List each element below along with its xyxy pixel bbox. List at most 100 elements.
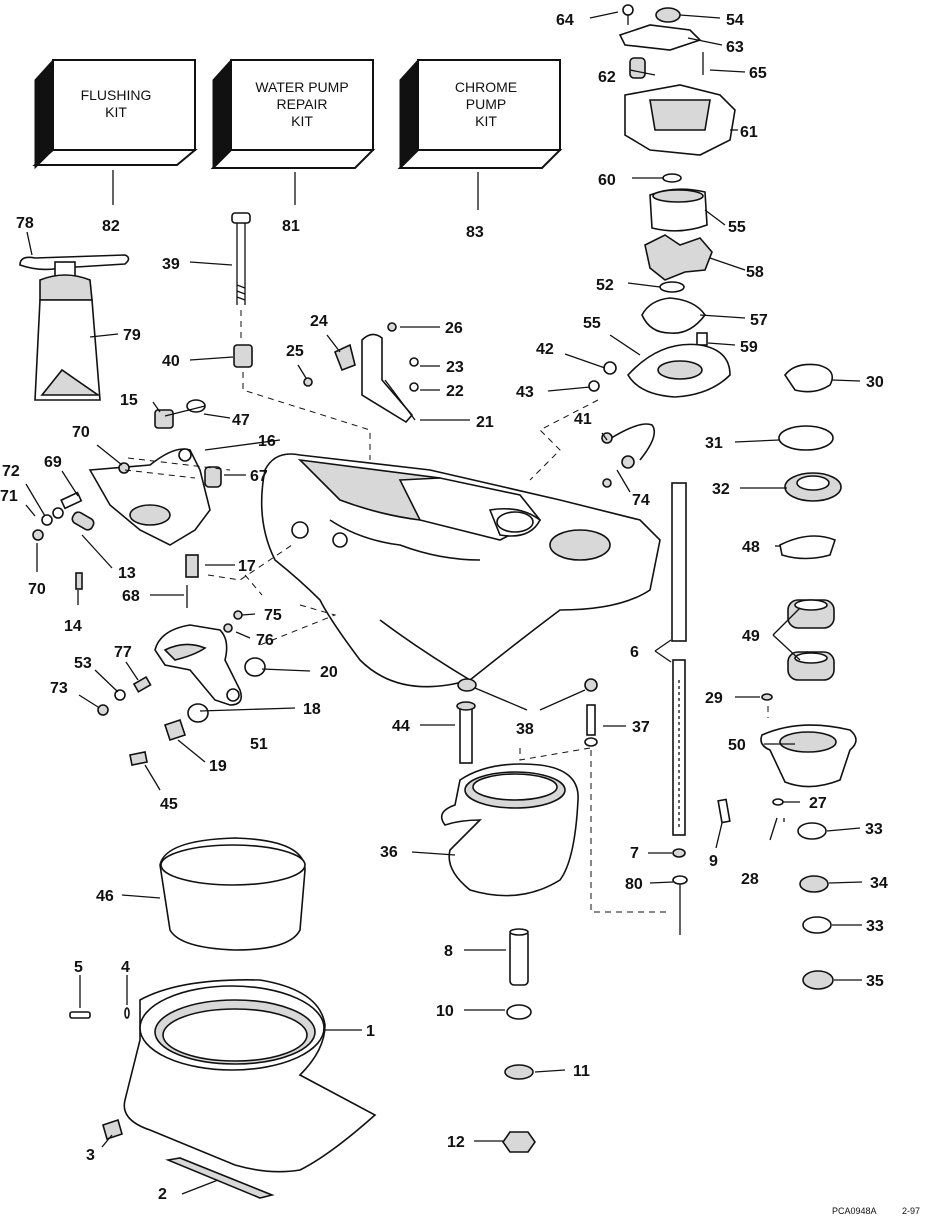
label-11: 11 <box>573 1063 590 1080</box>
label-52: 52 <box>596 277 614 294</box>
label-81: 81 <box>282 218 300 235</box>
key-9 <box>717 798 731 824</box>
label-83: 83 <box>466 224 484 241</box>
label-17: 17 <box>238 558 256 575</box>
label-55a: 55 <box>728 219 746 236</box>
part-67 <box>204 466 222 488</box>
footer-code: PCA0948A <box>832 1206 877 1216</box>
label-28: 28 <box>741 871 759 888</box>
label-59: 59 <box>740 339 758 356</box>
label-54: 54 <box>726 12 744 29</box>
label-14: 14 <box>64 618 82 635</box>
water-pump-repair-kit-box: WATER PUMP REPAIR KIT <box>210 58 376 170</box>
water-pump-kit-line1: WATER PUMP <box>255 79 348 95</box>
label-51: 51 <box>250 736 268 753</box>
label-65: 65 <box>749 65 767 82</box>
label-67: 67 <box>250 468 268 485</box>
label-22: 22 <box>446 383 464 400</box>
label-69: 69 <box>44 454 62 471</box>
water-pump-kit-line3: KIT <box>291 113 313 129</box>
label-41: 41 <box>574 411 592 428</box>
intake-housing-1 <box>123 979 377 1173</box>
part-15 <box>154 409 174 429</box>
label-8: 8 <box>444 943 453 960</box>
plate-48 <box>779 535 836 560</box>
label-63: 63 <box>726 39 744 56</box>
spring-17 <box>185 554 199 578</box>
label-61: 61 <box>740 124 758 141</box>
label-36: 36 <box>380 844 398 861</box>
label-9: 9 <box>709 853 718 870</box>
label-16: 16 <box>258 433 276 450</box>
label-68: 68 <box>122 588 140 605</box>
label-32: 32 <box>712 481 730 498</box>
label-30: 30 <box>866 374 884 391</box>
label-18: 18 <box>303 701 321 718</box>
label-46: 46 <box>96 888 114 905</box>
label-71: 71 <box>0 488 18 505</box>
label-21: 21 <box>476 414 494 431</box>
label-37: 37 <box>632 719 650 736</box>
label-72: 72 <box>2 463 20 480</box>
label-3: 3 <box>86 1147 95 1164</box>
label-13: 13 <box>118 565 136 582</box>
label-50: 50 <box>728 737 746 754</box>
drive-shaft-6 <box>671 482 687 836</box>
chrome-pump-kit-box: CHROME PUMP KIT <box>397 58 563 170</box>
label-62: 62 <box>598 69 616 86</box>
label-70a: 70 <box>72 424 90 441</box>
label-20: 20 <box>320 664 338 681</box>
chrome-pump-kit-line2: PUMP <box>466 96 506 112</box>
callout-labels: 1 2 3 4 5 6 7 8 9 10 11 12 13 14 15 16 1… <box>0 12 888 1203</box>
label-60: 60 <box>598 172 616 189</box>
label-5: 5 <box>74 959 83 976</box>
part-19 <box>163 718 187 742</box>
label-44: 44 <box>392 718 410 735</box>
pin-13 <box>71 511 95 531</box>
label-73: 73 <box>50 680 68 697</box>
label-1: 1 <box>366 1023 375 1040</box>
label-58: 58 <box>746 264 764 281</box>
footer-date: 2-97 <box>902 1206 920 1216</box>
label-75: 75 <box>264 607 282 624</box>
jet-pump-housing <box>260 453 661 688</box>
label-77: 77 <box>114 644 132 661</box>
sleeve-8 <box>509 929 529 986</box>
screw-45 <box>129 751 148 766</box>
label-31: 31 <box>705 435 723 452</box>
label-15: 15 <box>120 392 138 409</box>
water-pump-parts <box>618 4 736 398</box>
label-48: 48 <box>742 539 760 556</box>
label-33a: 33 <box>865 821 883 838</box>
label-6: 6 <box>630 644 639 661</box>
label-53: 53 <box>74 655 92 672</box>
label-45: 45 <box>160 796 178 813</box>
bracket-18 <box>154 624 243 706</box>
ring-30 <box>784 363 834 393</box>
label-78: 78 <box>16 215 34 232</box>
liner-46 <box>159 837 306 951</box>
label-82: 82 <box>102 218 120 235</box>
ring-31 <box>778 425 834 451</box>
washer-51 <box>187 703 209 723</box>
spacer-40 <box>233 344 253 368</box>
washer-20 <box>244 657 266 677</box>
label-27: 27 <box>809 795 827 812</box>
label-23: 23 <box>446 359 464 376</box>
label-43: 43 <box>516 384 534 401</box>
label-74: 74 <box>632 492 650 509</box>
impeller-36 <box>440 763 579 897</box>
strip-2 <box>165 1157 275 1199</box>
label-49: 49 <box>742 628 760 645</box>
label-19: 19 <box>209 758 227 775</box>
label-2: 2 <box>158 1186 167 1203</box>
flushing-kit-line1: FLUSHING <box>81 87 152 103</box>
bracket-16 <box>88 448 211 546</box>
label-76: 76 <box>256 632 274 649</box>
label-12: 12 <box>447 1134 465 1151</box>
label-39: 39 <box>162 256 180 273</box>
flushing-tool <box>19 254 130 401</box>
arm-21 <box>361 333 414 424</box>
label-25: 25 <box>286 343 304 360</box>
